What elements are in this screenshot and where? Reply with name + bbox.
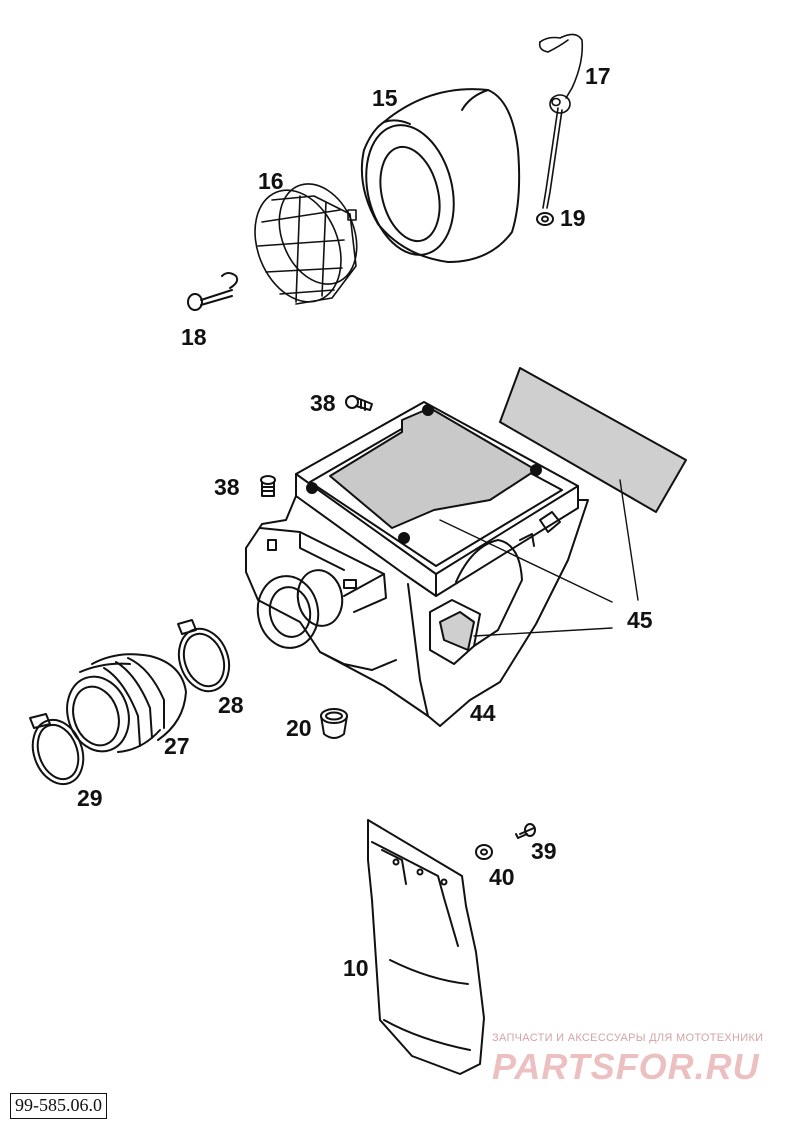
document-number: 99-585.06.0 [10,1093,107,1119]
sealing-strip [499,367,687,513]
callout-40: 40 [489,864,515,890]
callout-39: 39 [531,838,557,864]
hose-clamp-29 [29,713,85,786]
callout-38-upper: 38 [310,390,336,416]
callout-19: 19 [560,205,586,231]
callout-16: 16 [258,168,284,194]
callout-10: 10 [343,955,369,981]
mud-flap [367,819,485,1075]
wing-bolt [187,272,239,311]
filter-cage [254,183,358,305]
wire-clip [538,33,584,209]
callout-20: 20 [286,715,312,741]
housing-cover-screws[interactable] [306,404,542,544]
foam-air-filter [360,88,521,263]
intake-boot [66,653,187,753]
nut [536,212,554,226]
watermark-brand: PARTSFOR.RU [492,1046,760,1087]
screw-39 [515,823,536,839]
leader-lines [439,479,639,637]
callout-18: 18 [181,324,207,350]
washer-40 [475,844,493,860]
screw-lower [260,475,276,497]
callout-29: 29 [77,785,103,811]
callout-44: 44 [470,700,496,726]
callout-27: 27 [164,733,190,759]
rubber-plug [320,708,348,739]
callout-38-lower: 38 [214,474,240,500]
callout-28: 28 [218,692,244,718]
callout-45: 45 [627,607,653,633]
screw-upper [345,395,373,411]
airbox-housing [245,401,589,727]
hose-clamp-28 [177,619,231,693]
watermark-tagline: ЗАПЧАСТИ И АКСЕССУАРЫ ДЛЯ МОТОТЕХНИКИ [492,1032,764,1044]
callout-15: 15 [372,85,398,111]
callout-17: 17 [585,63,611,89]
